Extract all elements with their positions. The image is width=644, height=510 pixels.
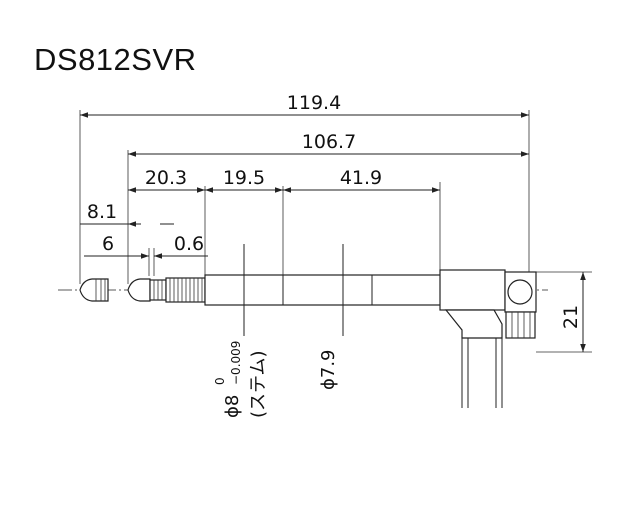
stem-body (204, 244, 443, 336)
dim-overall-length: 119.4 (287, 92, 341, 114)
dim-8-1: 8.1 (87, 201, 117, 223)
drawing-title: DS812SVR (34, 42, 197, 77)
contact-tip-mounted (127, 278, 167, 302)
stem-tol-upper: 0 (213, 377, 227, 385)
dim-0-6: 0.6 (174, 233, 204, 255)
contact-tip-detached (79, 278, 109, 302)
stem-diameter-annotation: ϕ8 0 −0.009 (ステム) (213, 341, 269, 418)
dim-20-3: 20.3 (145, 167, 187, 189)
stem-dia-symbol: ϕ8 (222, 395, 243, 418)
stem-label: (ステム) (248, 350, 269, 418)
body-diameter-annotation: ϕ7.9 (318, 350, 339, 391)
dim-body-length: 106.7 (302, 131, 356, 153)
cable (461, 338, 503, 408)
head-block (439, 269, 537, 339)
stem-tol-lower: −0.009 (229, 341, 243, 385)
dimension-lines (80, 112, 586, 352)
dim-6: 6 (102, 233, 114, 255)
dim-height-21: 21 (560, 305, 582, 329)
threaded-section (165, 277, 206, 303)
dim-19-5: 19.5 (223, 167, 265, 189)
dim-41-9: 41.9 (340, 167, 382, 189)
body-dia-label: ϕ7.9 (318, 350, 339, 391)
